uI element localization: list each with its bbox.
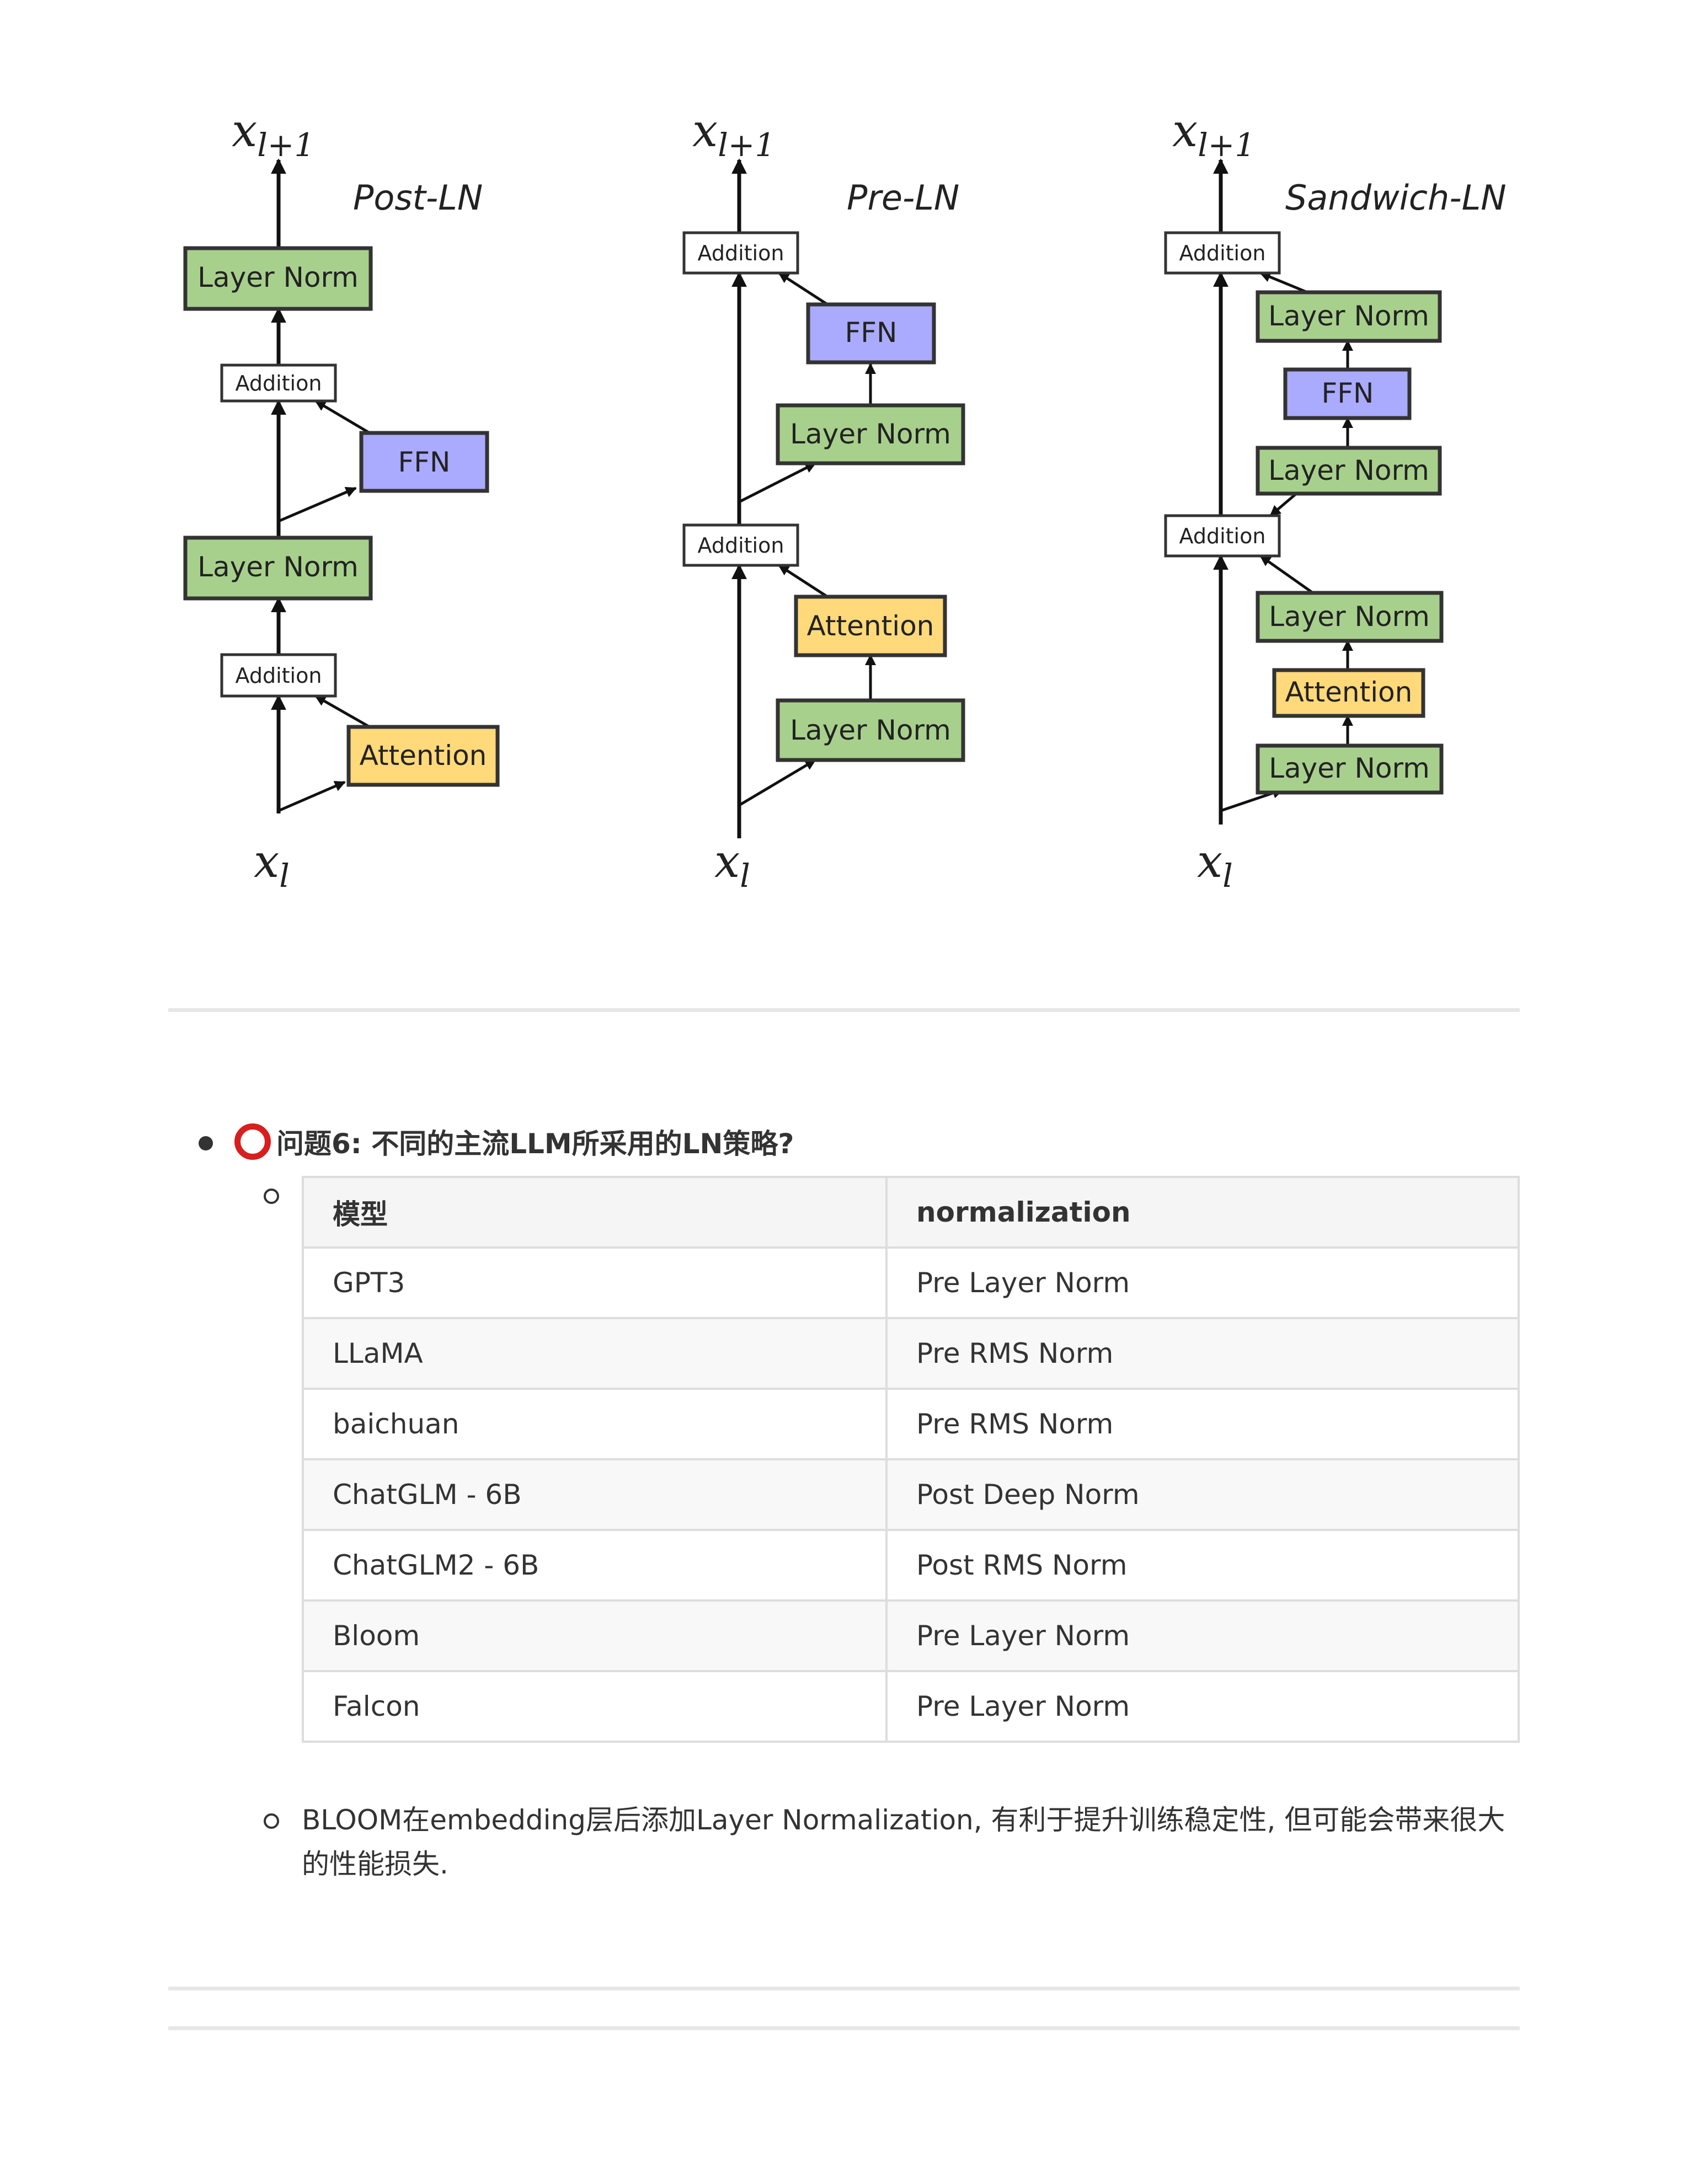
table-cell-model: Bloom	[302, 1599, 888, 1672]
sandwich-ln-box-layer-norm-3	[1256, 591, 1444, 643]
sandwich-ln-label-ffn: FFN	[1322, 377, 1374, 409]
pre-ln-label-addition-top: Addition	[698, 241, 784, 265]
post-ln-box-addition-top	[220, 363, 337, 403]
table-row: Falcon Pre Layer Norm	[302, 1670, 1520, 1743]
table-cell-model: LLaMA	[302, 1317, 888, 1390]
sandwich-ln-box-layer-norm-2	[1256, 446, 1442, 496]
pre-ln-input-label: xl	[714, 836, 750, 895]
post-ln-label-layer-norm-bottom: Layer Norm	[197, 551, 359, 583]
sandwich-ln-label-addition-top: Addition	[1179, 241, 1266, 265]
divider-bottom-1	[168, 1987, 1520, 1990]
sandwich-ln-box-layer-norm-4	[1256, 743, 1444, 795]
sandwich-ln-box-addition-top	[1164, 231, 1281, 275]
table-row: ChatGLM2 - 6B Post RMS Norm	[302, 1529, 1520, 1602]
post-ln-box-attention	[346, 725, 500, 787]
sandwich-ln-box-attention	[1272, 668, 1425, 718]
pre-ln-box-addition-top	[682, 231, 799, 275]
post-ln-title: Post-LN	[353, 178, 483, 218]
table-cell-normalization: Pre Layer Norm	[885, 1670, 1520, 1743]
pre-ln-label-ffn: FFN	[845, 317, 898, 349]
pre-ln-label-layer-norm-bottom: Layer Norm	[790, 714, 951, 746]
table-cell-normalization: Pre Layer Norm	[885, 1246, 1520, 1319]
pre-ln-title: Pre-LN	[847, 178, 959, 218]
pre-ln-box-layer-norm-top	[776, 403, 965, 465]
question-bullet	[199, 1136, 213, 1150]
post-ln-box-layer-norm-top	[183, 246, 373, 311]
sandwich-ln-box-layer-norm-1	[1256, 290, 1442, 343]
sandwich-ln-box-ffn	[1283, 367, 1412, 420]
table-row: Bloom Pre Layer Norm	[302, 1599, 1520, 1672]
sandwich-ln-input-label: xl	[1197, 836, 1233, 895]
pre-ln-box-addition-bottom	[682, 523, 799, 567]
question-title-text: 问题6: 不同的主流LLM所采用的LN策略?	[276, 1128, 794, 1160]
sandwich-ln-label-layer-norm-3: Layer Norm	[1269, 601, 1430, 633]
divider-bottom-2	[168, 2026, 1520, 2030]
table-cell-normalization: Post RMS Norm	[885, 1529, 1520, 1602]
table-header-row: 模型 normalization	[302, 1176, 1520, 1249]
table-header-normalization: normalization	[885, 1176, 1520, 1249]
pre-ln-box-ffn	[806, 302, 936, 365]
post-ln-label-attention: Attention	[360, 740, 487, 772]
pre-ln-label-addition-bottom: Addition	[698, 533, 784, 558]
post-ln-input-label: xl	[254, 836, 290, 895]
post-ln-output-label: xl+1	[232, 105, 314, 164]
pre-ln-box-attention	[794, 595, 947, 657]
table-cell-model: GPT3	[302, 1246, 888, 1319]
sub-bullet-note	[264, 1813, 279, 1829]
sandwich-ln-title: Sandwich-LN	[1285, 178, 1507, 218]
table-cell-normalization: Pre RMS Norm	[885, 1317, 1520, 1390]
table-cell-model: baichuan	[302, 1388, 888, 1460]
sandwich-ln-output-label: xl+1	[1172, 105, 1255, 164]
post-ln-diagram: Layer Norm Addition FFN Layer Norm Addit…	[183, 105, 500, 895]
ln-strategy-table: 模型 normalization GPT3 Pre Layer Norm LLa…	[302, 1176, 1520, 1743]
table-header-model: 模型	[302, 1176, 888, 1249]
sandwich-ln-label-layer-norm-4: Layer Norm	[1269, 752, 1430, 784]
table-cell-normalization: Pre RMS Norm	[885, 1388, 1520, 1460]
sandwich-ln-label-layer-norm-1: Layer Norm	[1268, 300, 1429, 332]
question-heading: 问题6: 不同的主流LLM所采用的LN策略?	[234, 1114, 794, 1169]
bloom-note: BLOOM在embedding层后添加Layer Normalization, …	[302, 1804, 1505, 1880]
post-ln-box-ffn	[359, 431, 489, 493]
post-ln-label-ffn: FFN	[398, 446, 451, 478]
post-ln-label-layer-norm-top: Layer Norm	[197, 261, 359, 293]
table-cell-model: ChatGLM - 6B	[302, 1458, 888, 1531]
table-cell-normalization: Pre Layer Norm	[885, 1599, 1520, 1672]
pre-ln-diagram: Addition FFN Layer Norm Addition Attenti…	[682, 105, 965, 895]
sandwich-ln-box-addition-bottom	[1164, 514, 1281, 558]
table-cell-normalization: Post Deep Norm	[885, 1458, 1520, 1531]
post-ln-box-addition-bottom	[220, 653, 337, 698]
ln-architecture-figure: Layer Norm Addition FFN Layer Norm Addit…	[183, 105, 1507, 895]
divider-top	[168, 1008, 1520, 1012]
pre-ln-label-attention: Attention	[807, 610, 934, 642]
sandwich-ln-diagram: Addition Layer Norm FFN Layer Norm Addit…	[1164, 105, 1507, 895]
table-row: LLaMA Pre RMS Norm	[302, 1317, 1520, 1390]
pre-ln-output-label: xl+1	[692, 105, 775, 164]
pre-ln-label-layer-norm-top: Layer Norm	[790, 418, 951, 450]
table-row: GPT3 Pre Layer Norm	[302, 1246, 1520, 1319]
table-cell-model: Falcon	[302, 1670, 888, 1743]
post-ln-box-layer-norm-bottom	[183, 536, 373, 601]
sandwich-ln-label-layer-norm-2: Layer Norm	[1268, 454, 1429, 486]
sandwich-ln-label-attention: Attention	[1285, 676, 1413, 708]
post-ln-label-addition-bottom: Addition	[236, 663, 322, 688]
table-row: ChatGLM - 6B Post Deep Norm	[302, 1458, 1520, 1531]
sandwich-ln-label-addition-bottom: Addition	[1179, 524, 1266, 548]
pre-ln-box-layer-norm-bottom	[776, 698, 965, 762]
table-cell-model: ChatGLM2 - 6B	[302, 1529, 888, 1602]
red-circle-icon	[234, 1123, 271, 1160]
post-ln-label-addition-top: Addition	[236, 371, 322, 395]
table-row: baichuan Pre RMS Norm	[302, 1388, 1520, 1460]
sub-bullet-table	[264, 1189, 279, 1204]
